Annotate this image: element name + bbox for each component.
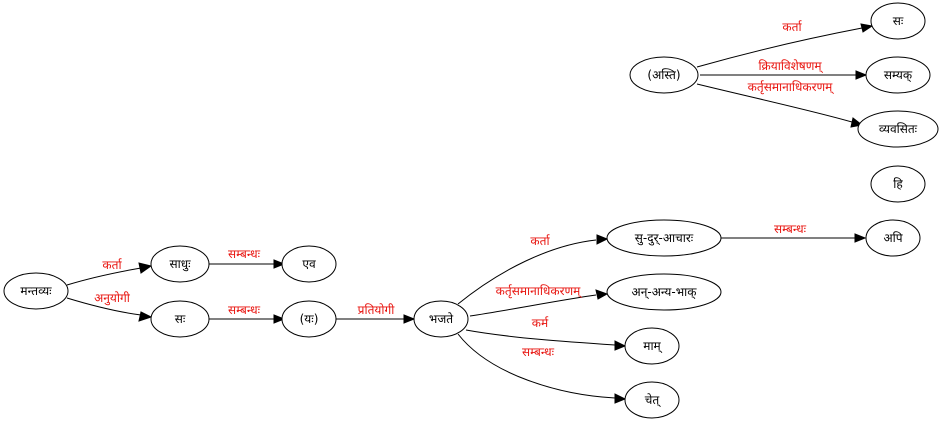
edge-label-karma: कर्म	[532, 316, 549, 330]
svg-text:भजते: भजते	[429, 312, 454, 326]
edge-mantavyah-sah: अनुयोगी	[66, 291, 153, 322]
svg-text:साधुः: साधुः	[169, 257, 191, 272]
edge-label-sambandhah: सम्बन्धः	[522, 345, 555, 359]
svg-text:एव: एव	[302, 257, 316, 271]
svg-text:हि: हि	[893, 177, 903, 191]
svg-text:अपि: अपि	[883, 231, 902, 245]
edge-asti-sah: कर्ता	[696, 20, 874, 68]
edge-label-pratiyogi: प्रतियोगी	[358, 303, 396, 317]
node-mantavyah: मन्तव्यः	[3, 272, 69, 310]
edge-asti-samyak: क्रियाविशेषणम्	[700, 59, 868, 80]
edge-bhajate-mam: कर्म	[465, 316, 627, 351]
svg-text:माम्: माम्	[643, 339, 662, 354]
edge-bhajate-chet: सम्बन्धः	[457, 333, 627, 404]
node-sah-right: सः	[870, 2, 926, 40]
edge-label-karta: कर्ता	[530, 234, 550, 248]
node-ananyabhak: अन्-अन्य-भाक्	[606, 273, 722, 311]
svg-text:(अस्ति): (अस्ति)	[647, 68, 680, 82]
node-chet: चेत्	[624, 381, 680, 419]
node-bhajate: भजते	[413, 300, 469, 338]
edge-label-sambandhah: सम्बन्धः	[228, 303, 261, 317]
node-samyak: सम्यक्	[865, 56, 931, 94]
edge-yah-bhajate: प्रतियोगी	[336, 303, 416, 324]
edge-bhajate-ananyabhak: कर्तृसमानाधिकरणम्	[469, 284, 609, 317]
edge-label-karta: कर्ता	[782, 20, 802, 34]
edge-sah-yah: सम्बन्धः	[209, 303, 286, 324]
svg-text:सः: सः	[893, 14, 904, 28]
svg-text:सम्यक्: सम्यक्	[884, 68, 913, 83]
edge-asti-vyavasitah: कर्तृसमानाधिकरणम्	[696, 80, 864, 128]
edge-sadhuh-eva: सम्बन्धः	[209, 247, 286, 269]
node-sadhuh: साधुः	[150, 245, 210, 283]
node-asti: (अस्ति)	[629, 56, 699, 94]
edge-label-sambandhah: सम्बन्धः	[774, 222, 807, 236]
node-sudurachara: सु-दुर्-आचारः	[606, 219, 722, 257]
edge-label-kriyavisheshanam: क्रियाविशेषणम्	[758, 59, 823, 74]
edge-bhajate-sudurachara: कर्ता	[457, 234, 609, 305]
svg-text:अन्-अन्य-भाक्: अन्-अन्य-भाक्	[632, 285, 698, 300]
edge-label-anuyogi: अनुयोगी	[94, 291, 131, 306]
node-yah: (यः)	[281, 300, 337, 338]
node-api: अपि	[865, 219, 921, 257]
svg-text:व्यवसितः: व्यवसितः	[879, 122, 918, 136]
node-mam: माम्	[624, 327, 680, 365]
svg-text:चेत्: चेत्	[645, 393, 661, 408]
svg-text:सु-दुर्-आचारः: सु-दुर्-आचारः	[635, 231, 694, 246]
edge-sudurachara-api: सम्बन्धः	[721, 222, 867, 243]
edge-label-kartr-samanadhikaranam: कर्तृसमानाधिकरणम्	[748, 80, 835, 95]
edge-label-kartr-samanadhikaranam: कर्तृसमानाधिकरणम्	[496, 284, 583, 299]
edge-mantavyah-sadhuh: कर्ता	[66, 258, 153, 286]
node-vyavasitah: व्यवसितः	[857, 110, 939, 148]
svg-text:(यः): (यः)	[300, 312, 319, 326]
node-eva: एव	[281, 245, 337, 283]
node-sah-left: सः	[150, 300, 210, 338]
edge-label-karta: कर्ता	[102, 258, 122, 272]
svg-text:सः: सः	[175, 312, 186, 326]
node-hi: हि	[870, 165, 926, 203]
edge-label-sambandhah: सम्बन्धः	[228, 247, 261, 261]
svg-text:मन्तव्यः: मन्तव्यः	[20, 284, 52, 298]
